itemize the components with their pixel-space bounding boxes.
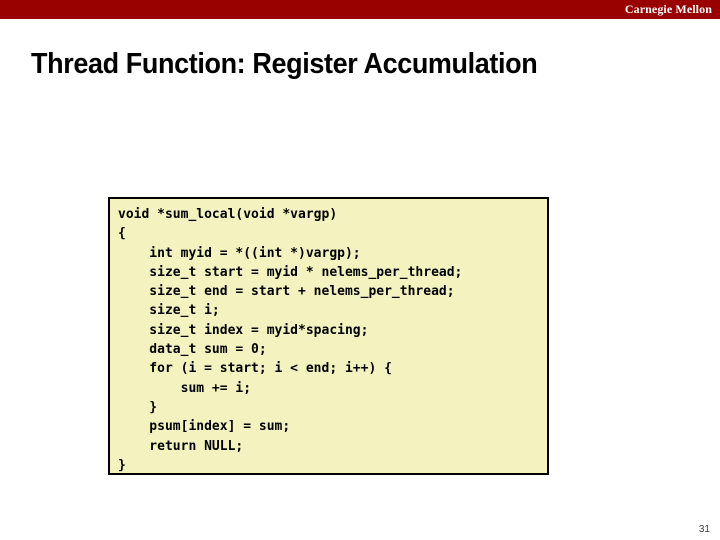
slide-number: 31 (698, 524, 710, 535)
code-listing: void *sum_local(void *vargp) { int myid … (118, 207, 463, 473)
code-block: void *sum_local(void *vargp) { int myid … (108, 197, 549, 475)
page-title: Thread Function: Register Accumulation (31, 48, 538, 80)
top-banner: Carnegie Mellon (0, 0, 720, 19)
brand-label: Carnegie Mellon (624, 2, 712, 16)
